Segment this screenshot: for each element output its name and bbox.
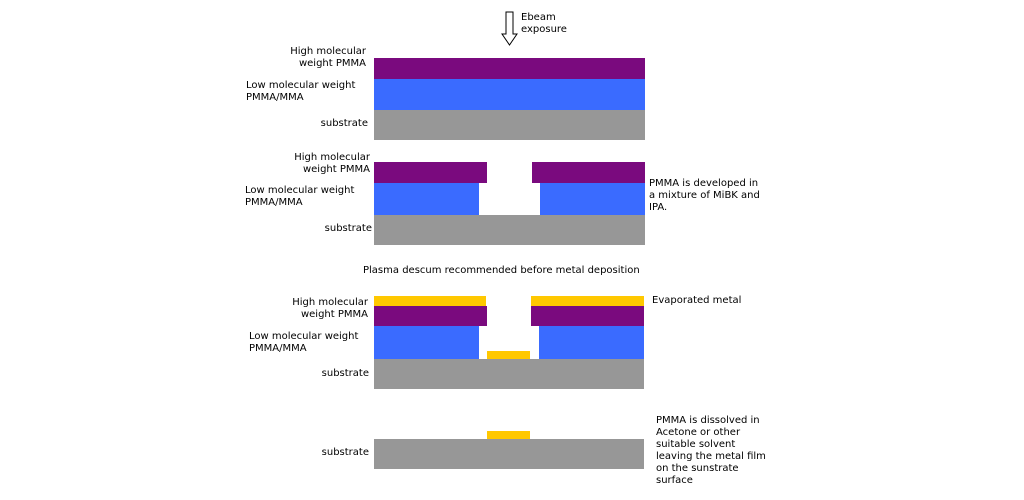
step-1-substrate: [374, 110, 645, 140]
plasma-descum-note: Plasma descum recommended before metal d…: [363, 265, 640, 276]
step-2-substrate-label: substrate: [324, 223, 372, 234]
step-3-high-pmma-left: [374, 306, 487, 326]
step-3-substrate-label: substrate: [321, 368, 369, 379]
step-3-metal-right: [531, 296, 644, 306]
step-1-low-pmma-label: Low molecular weight PMMA/MMA: [246, 80, 356, 103]
step-2-develop-note: PMMA is developed in a mixture of MiBK a…: [649, 178, 760, 213]
step-4-dissolve-note: PMMA is dissolved in Acetone or other su…: [656, 415, 766, 486]
step-2-high-pmma-left: [374, 162, 487, 183]
step-4-substrate-label: substrate: [321, 447, 369, 458]
step-2-low-pmma-right: [540, 183, 645, 215]
step-1-high-pmma-layer: [374, 58, 645, 79]
step-3-low-pmma-left: [374, 326, 479, 359]
step-3-low-pmma-label: Low molecular weight PMMA/MMA: [249, 331, 359, 354]
step-3-high-pmma-right: [531, 306, 644, 326]
step-3-metal-center: [487, 351, 530, 359]
step-4-stack: [374, 431, 644, 469]
step-1-low-pmma-layer: [374, 79, 645, 110]
step-2-low-pmma-left: [374, 183, 479, 215]
step-2-stack: [374, 162, 645, 245]
step-2-high-pmma-label: High molecular weight PMMA: [294, 152, 370, 175]
step-3-metal-left: [374, 296, 486, 306]
step-3-low-pmma-right: [539, 326, 644, 359]
step-1-substrate-label: substrate: [320, 118, 368, 129]
step-3-stack: [374, 296, 644, 389]
step-4-substrate: [374, 439, 644, 469]
step-3-substrate: [374, 359, 644, 389]
ebeam-exposure-label: Ebeam exposure: [521, 12, 567, 35]
step-1-stack: [374, 58, 645, 140]
step-3-high-pmma-label: High molecular weight PMMA: [292, 297, 368, 320]
step-3-metal-note: Evaporated metal: [652, 295, 742, 306]
step-1-high-pmma-label: High molecular weight PMMA: [290, 46, 366, 69]
ebeam-arrow-icon: [501, 11, 518, 46]
step-4-metal: [487, 431, 530, 439]
step-2-low-pmma-label: Low molecular weight PMMA/MMA: [245, 185, 355, 208]
step-2-substrate: [374, 215, 645, 245]
step-2-high-pmma-right: [532, 162, 645, 183]
